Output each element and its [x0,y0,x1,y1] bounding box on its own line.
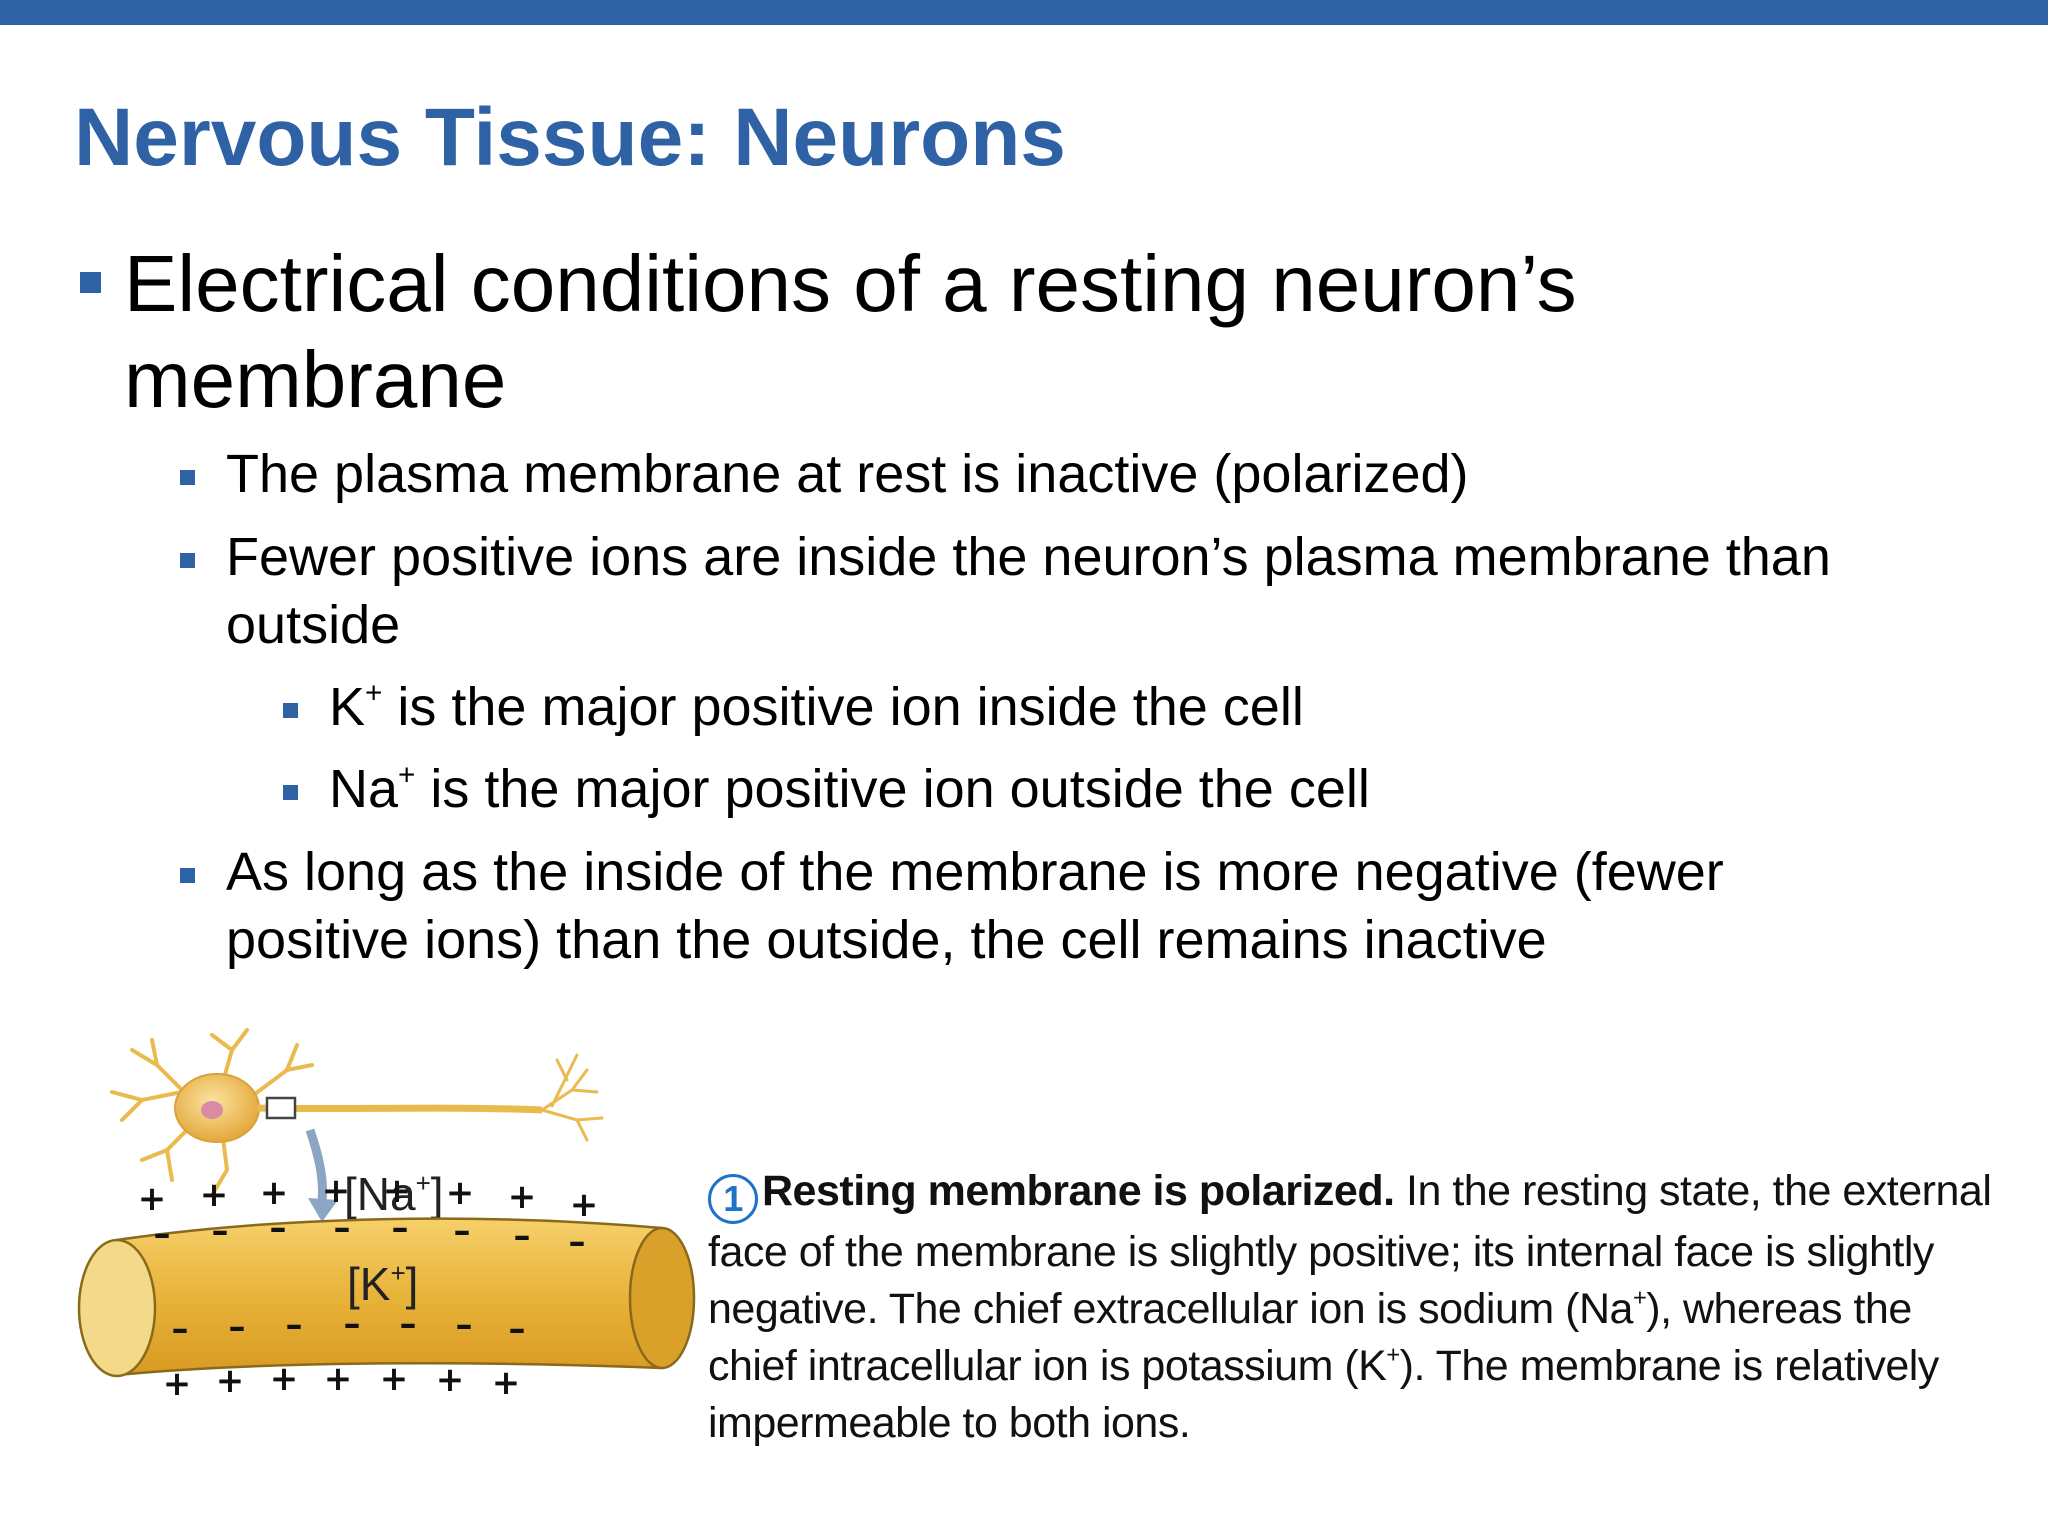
bullet-square-icon [180,553,195,568]
resting-membrane-figure: [Na+] ++++++++ [K+] ––––––––––––––– ++++… [77,1028,696,1404]
plus-sign: + [380,1359,409,1399]
bullet-level3: Na+ is the major positive ion outside th… [283,755,1929,823]
bullet-text: is the major positive ion outside the ce… [415,759,1370,819]
caption-text: ), whereas the chief intracellular ion i… [708,1285,1912,1390]
caption-lead: Resting membrane is polarized. [762,1167,1395,1215]
inside-charges: ––––––––––––––– [154,1208,586,1349]
plus-sign: + [492,1363,521,1403]
minus-sign: – [569,1222,586,1262]
caption-text: ). The membrane is relatively impermeabl… [708,1342,1939,1447]
minus-sign: – [392,1208,409,1248]
bullet-square-icon [180,470,195,485]
arrow-down-icon [305,1128,338,1222]
plus-sign: + [163,1364,192,1404]
bullet-text: As long as the inside of the membrane is… [226,842,1724,970]
ion-symbol: Na [329,759,399,819]
slide-title: Nervous Tissue: Neurons [74,92,1066,183]
minus-sign: – [514,1216,531,1256]
inside-ion-label: [K+] [347,1258,418,1310]
minus-sign: – [154,1214,171,1254]
minus-sign: – [456,1305,473,1345]
plus-sign: + [508,1177,537,1217]
caption-text: In the resting state, the external face … [708,1167,1992,1333]
minus-sign: – [509,1309,526,1349]
membrane-cylinder [77,1217,696,1378]
bullet-text: Electrical conditions of a resting neuro… [124,239,1577,424]
plus-sign: + [260,1173,289,1213]
bullet-level1: Electrical conditions of a resting neuro… [80,236,1904,428]
minus-sign: – [212,1211,229,1251]
plus-sign: + [216,1361,245,1401]
plus-sign: + [324,1359,353,1399]
outside-charges-bottom: + + + + + + + [163,1359,521,1404]
plus-sign: + [322,1171,351,1211]
plus-sign: + [138,1179,167,1219]
bullet-level2: Fewer positive ions are inside the neuro… [180,523,1846,659]
bullet-square-icon [180,868,195,883]
caption-charge: + [1632,1285,1647,1312]
bullet-level2: The plasma membrane at rest is inactive … [180,440,1926,508]
step-number-badge: 1 [708,1174,758,1224]
minus-sign: – [334,1208,351,1248]
plus-sign: + [383,1171,412,1211]
ion-charge: + [365,676,383,710]
minus-sign: – [344,1304,361,1344]
minus-sign: – [270,1208,287,1248]
bullet-square-icon [283,785,298,800]
bullet-text: Fewer positive ions are inside the neuro… [226,527,1831,655]
caption-charge: + [1386,1342,1400,1369]
outside-charges-top: + + + + + + + + [138,1171,599,1225]
plus-sign: + [200,1175,229,1215]
minus-sign: – [229,1307,246,1347]
top-accent-bar [0,0,2048,25]
minus-sign: – [400,1304,417,1344]
plus-sign: + [446,1173,475,1213]
bullet-square-icon [80,272,101,293]
bullet-level2: As long as the inside of the membrane is… [180,838,1846,974]
minus-sign: – [454,1211,471,1251]
bullet-square-icon [283,703,298,718]
plus-sign: + [570,1185,599,1225]
minus-sign: – [172,1309,189,1349]
plus-sign: + [436,1360,465,1400]
bullet-level3: K+ is the major positive ion inside the … [283,673,1929,741]
minus-sign: – [286,1305,303,1345]
ion-charge: + [398,758,416,792]
bullet-text: is the major positive ion inside the cel… [382,677,1304,737]
outside-ion-label: [Na+] [344,1168,444,1220]
ion-symbol: K [329,677,366,737]
bullet-text: The plasma membrane at rest is inactive … [226,444,1469,504]
plus-sign: + [270,1359,299,1399]
neuron-illustration [110,1028,604,1197]
